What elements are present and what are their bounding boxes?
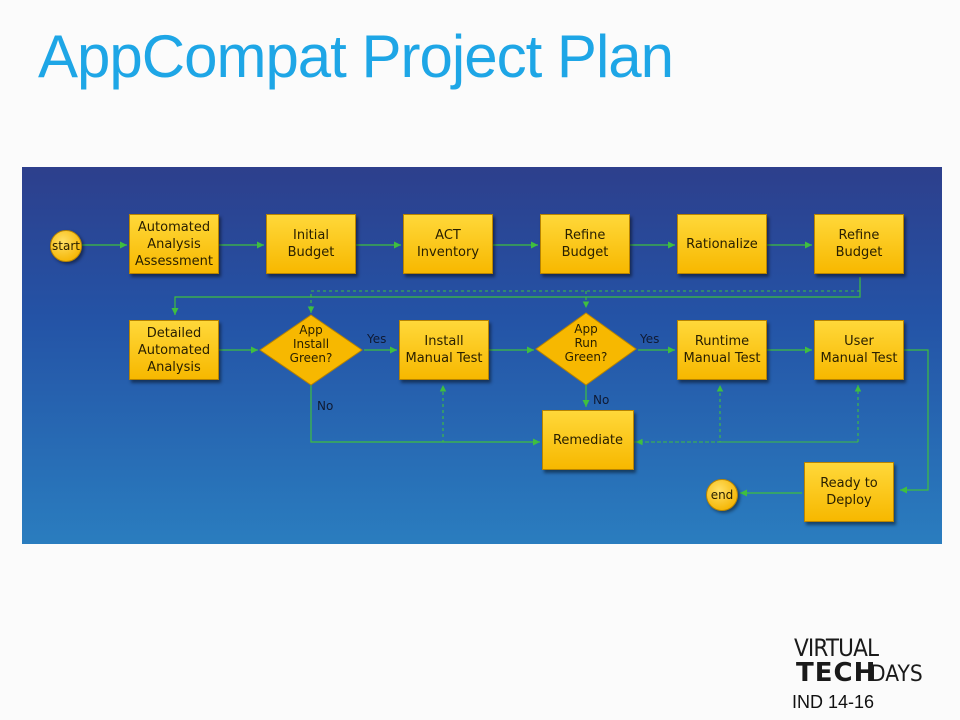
install-decision-diamond [259, 314, 363, 386]
step-remediate: Remediate [542, 410, 634, 470]
end-node: end [706, 479, 738, 511]
decision-app-install-green-label: App Install Green? [289, 323, 333, 365]
logo-line2-days: DAYS [870, 662, 923, 687]
edge-label-run-no: No [593, 393, 610, 407]
event-code: IND 14-16 [792, 692, 875, 712]
step-automated-analysis-assessment: Automated Analysis Assessment [129, 214, 219, 274]
step-act-inventory: ACT Inventory [403, 214, 493, 274]
logo-line1: VIRTUAL [794, 634, 879, 662]
connector-remediate-to-install-test [439, 385, 540, 443]
decision-app-run-green-label: App Run Green? [564, 322, 608, 364]
edge-label-run-yes: Yes [640, 332, 660, 346]
step-initial-budget: Initial Budget [266, 214, 356, 274]
virtual-techdays-logo: VIRTUAL TECH DAYS [794, 634, 954, 690]
flowchart-connectors [81, 241, 929, 497]
step-ready-to-deploy: Ready to Deploy [804, 462, 894, 522]
logo-line2-tech: TECH [796, 658, 877, 688]
connector-user-to-deploy [900, 349, 929, 494]
step-install-manual-test: Install Manual Test [399, 320, 489, 380]
step-refine-budget-2: Refine Budget [814, 214, 904, 274]
page-title: AppCompat Project Plan [38, 23, 674, 90]
connector-remediate-to-runtime-test [634, 385, 724, 443]
connector-refine2-to-detailed [171, 277, 861, 315]
edge-label-install-yes: Yes [367, 332, 387, 346]
step-rationalize: Rationalize [677, 214, 767, 274]
flowchart-panel: start end Automated Analysis Assessment … [22, 167, 942, 544]
step-user-manual-test: User Manual Test [814, 320, 904, 380]
connector-remediate-to-user-test [720, 385, 862, 443]
step-detailed-automated-analysis: Detailed Automated Analysis [129, 320, 219, 380]
connector-dashed-to-install-decision [307, 285, 861, 313]
edge-label-install-no: No [317, 399, 334, 413]
connector-install-no [310, 385, 540, 446]
step-refine-budget-1: Refine Budget [540, 214, 630, 274]
start-node: start [50, 230, 82, 262]
step-runtime-manual-test: Runtime Manual Test [677, 320, 767, 380]
run-decision-diamond [535, 312, 637, 386]
